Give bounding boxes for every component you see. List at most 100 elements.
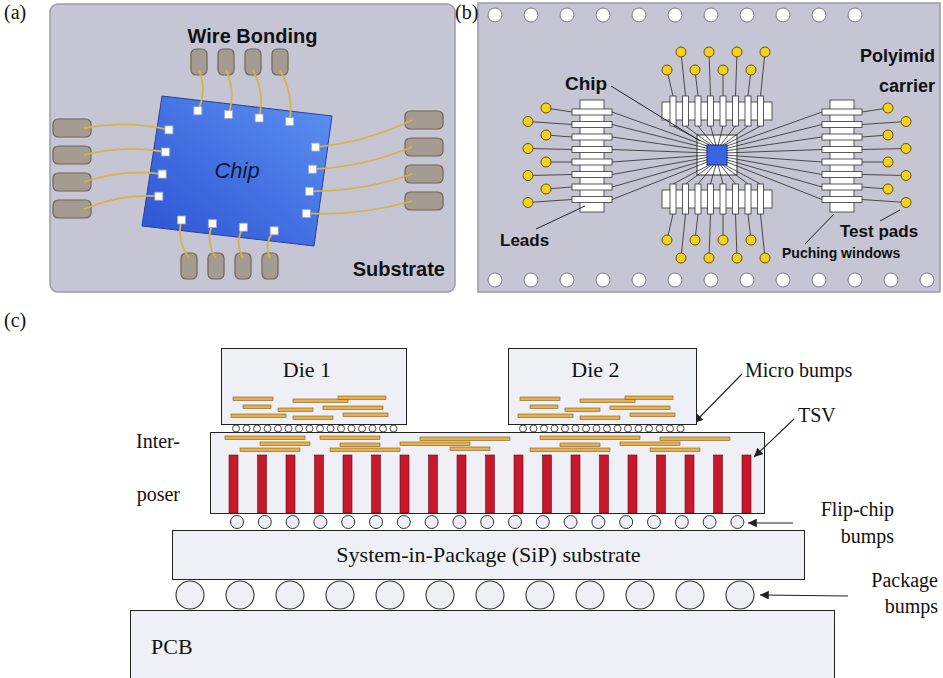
chip-die [142, 96, 332, 246]
test-pad [901, 198, 911, 208]
flip-chip-bump [536, 516, 549, 529]
flip-chip-bump [314, 516, 327, 529]
micro-bump [317, 425, 324, 432]
lead [612, 155, 707, 162]
micro-bump [646, 425, 653, 432]
leader-line [880, 210, 900, 221]
metal-trace [293, 416, 333, 420]
sprocket-hole [524, 8, 538, 22]
sprocket-hole [812, 8, 826, 22]
bond-wire [239, 227, 244, 258]
tsv [685, 455, 694, 513]
sprocket-hole [848, 8, 862, 22]
callout-label-holder: Package bumps [850, 567, 938, 619]
test-pad [690, 235, 700, 245]
polyimid-carrier [478, 3, 940, 292]
metal-trace [450, 447, 490, 451]
tsv [257, 455, 266, 513]
die-box-drawing [518, 396, 675, 420]
lead-segment [745, 96, 751, 126]
callout-label: Package bumps [850, 567, 938, 619]
sprocket-hole [704, 273, 718, 287]
flip-chip-bump [675, 516, 688, 529]
lead [862, 122, 906, 125]
sprocket-hole [596, 8, 610, 22]
lead [709, 52, 711, 96]
package-bump [726, 581, 754, 609]
lead-segment [733, 96, 739, 126]
lead-segment [572, 109, 612, 115]
bond-wire [306, 201, 412, 214]
tsv [571, 455, 580, 513]
bond-pad [165, 126, 173, 134]
bond-wire [84, 149, 166, 155]
sprocket-hole [632, 8, 646, 22]
package-bump [476, 581, 504, 609]
lead [862, 200, 906, 203]
callout-label: Chip [565, 72, 607, 95]
metal-trace [630, 413, 675, 417]
test-pad [760, 47, 770, 57]
interposer-box: Inter- poser [210, 432, 765, 514]
micro-bump [604, 425, 611, 432]
metal-trace [580, 416, 620, 420]
die-label: Die 2 [509, 357, 682, 383]
callout-label-holder: Test pads [840, 222, 918, 242]
bond-pad [270, 227, 278, 235]
substrate-label: System-in-Package (SiP) substrate [336, 542, 640, 568]
package-bump [176, 581, 204, 609]
tsv [343, 455, 352, 513]
lead [727, 137, 822, 151]
tsv [286, 455, 295, 513]
lead-segment [670, 184, 676, 214]
callout-label-holder: Micro bumps [745, 358, 852, 382]
panel-letter-holder: (b) [455, 0, 478, 24]
tsv [314, 455, 323, 513]
interposer-box-drawing [225, 419, 794, 513]
metal-trace [243, 405, 271, 409]
sprocket-hole [632, 273, 646, 287]
flip-chip-bump [286, 516, 299, 529]
lead-segment [745, 184, 751, 214]
lead-segment [822, 172, 862, 178]
tsv [485, 455, 494, 513]
pcb-box: PCB [130, 610, 835, 678]
lead-segment [720, 96, 726, 126]
test-pad [901, 144, 911, 154]
lead-segment [572, 197, 612, 203]
sprocket-hole [668, 8, 682, 22]
leader-arrow [748, 522, 793, 523]
test-pad [676, 253, 686, 263]
test-pad [523, 117, 533, 127]
package-bump [326, 581, 354, 609]
micro-bump [530, 425, 537, 432]
micro-bump [264, 425, 271, 432]
micro-bump [593, 425, 600, 432]
micro-bump [348, 425, 355, 432]
tsv [656, 455, 665, 513]
lead-segment [822, 109, 862, 115]
bond-pad [208, 220, 216, 228]
metal-trace [420, 437, 510, 441]
lead [612, 162, 707, 199]
micro-bump [583, 425, 590, 432]
lead-segment [695, 96, 701, 126]
flip-chip-bump [425, 516, 438, 529]
lead-segment [720, 184, 726, 214]
substrate-panel: Wire BondingSubstrateChip [50, 4, 471, 292]
interposer-label-holder: Inter- poser [100, 415, 180, 521]
test-pad [541, 103, 551, 113]
test-pad [883, 157, 893, 167]
tsv [400, 455, 409, 513]
lead [711, 165, 716, 184]
lead-segment [822, 197, 862, 203]
lead [723, 126, 748, 145]
bond-pad [194, 107, 202, 115]
bond-wire [253, 70, 261, 118]
flip-chip-bump [342, 516, 355, 529]
micro-bump [306, 425, 313, 432]
flip-chip-bump [703, 516, 716, 529]
tsv [599, 455, 608, 513]
lead-segment [822, 122, 862, 128]
